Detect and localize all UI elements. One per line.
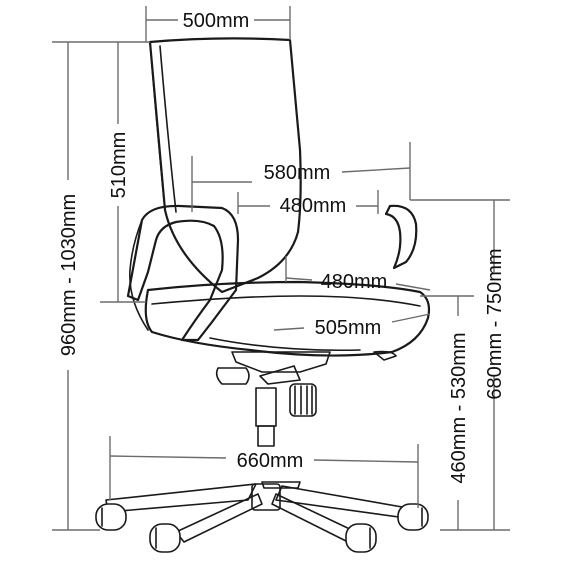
- caster-wheels: [95, 503, 429, 553]
- seat-cushion: [144, 280, 431, 357]
- tension-knob: [289, 383, 317, 417]
- seat-depth-label: 480mm: [321, 271, 388, 293]
- armrest-left: [126, 204, 240, 342]
- seat-width-label: 505mm: [315, 317, 382, 339]
- total-height-label: 960mm - 1030mm: [58, 194, 80, 356]
- dimension-lines: [52, 6, 510, 531]
- chair-illustration: [95, 37, 431, 553]
- back-height-label: 510mm: [108, 132, 130, 199]
- armrest-right: [384, 204, 418, 270]
- arm-width-outer-label: 580mm: [264, 162, 331, 184]
- base-diameter-label: 660mm: [237, 450, 304, 472]
- arm-height-label: 680mm - 750mm: [484, 248, 506, 399]
- backrest: [148, 37, 302, 294]
- seat-height-label: 460mm - 530mm: [448, 332, 470, 483]
- dimension-labels: 500mm 960mm - 1030mm 510mm 580mm 480mm 4…: [58, 10, 506, 484]
- arm-width-inner-label: 480mm: [280, 195, 347, 217]
- seat-mechanism: [231, 351, 331, 373]
- gas-lift: [255, 387, 277, 427]
- width-top-label: 500mm: [183, 10, 250, 32]
